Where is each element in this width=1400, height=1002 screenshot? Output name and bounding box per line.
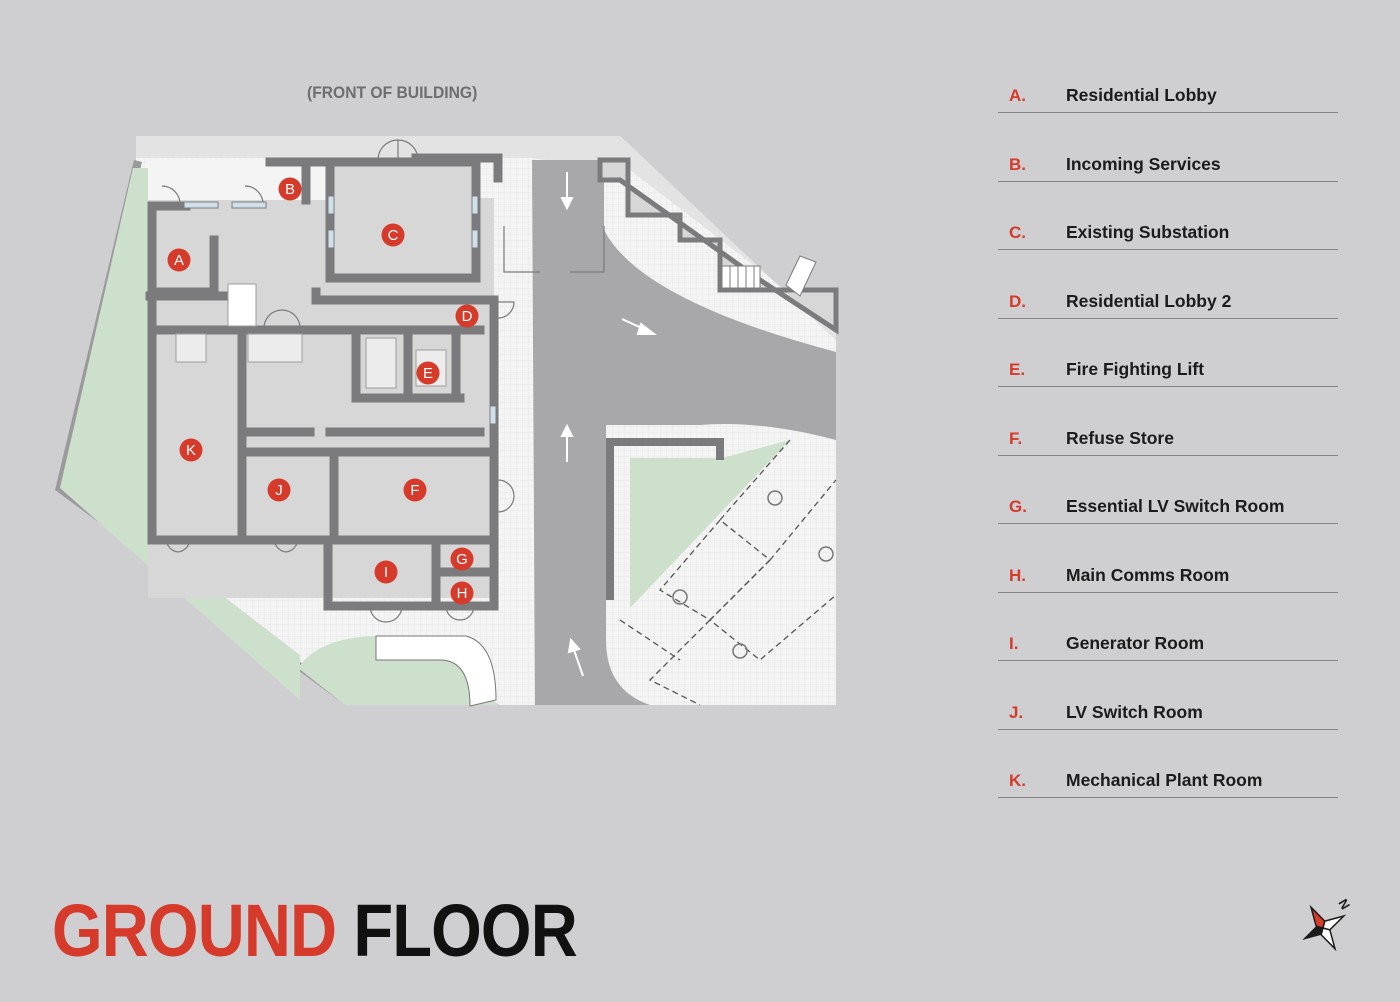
legend-name: Refuse Store xyxy=(1066,427,1174,448)
room-marker-j: J xyxy=(267,478,291,502)
room-marker-g: G xyxy=(450,547,474,571)
stairs xyxy=(175,283,447,389)
east-building xyxy=(597,157,839,335)
landscape-car-park xyxy=(630,440,790,608)
car-park-wall xyxy=(606,438,724,600)
legend-row-f: F. Refuse Store xyxy=(998,418,1338,456)
room-marker-circle xyxy=(455,304,479,328)
legend-name: Fire Fighting Lift xyxy=(1066,359,1205,379)
legend-row-k: K. Mechanical Plant Room xyxy=(998,760,1338,798)
room-marker-f: F xyxy=(403,478,427,502)
room-marker-label: A xyxy=(174,252,184,269)
road-arrows xyxy=(560,172,657,677)
legend-letter: E. xyxy=(1009,360,1026,379)
legend-name: LV Switch Room xyxy=(1066,701,1203,722)
legend-name: Generator Room xyxy=(1066,633,1205,653)
legend-row-c: C. Existing Substation xyxy=(998,212,1338,250)
room-marker-circle xyxy=(450,547,474,571)
room-marker-circle xyxy=(374,560,398,584)
room-marker-circle xyxy=(403,478,427,502)
legend-letter: G. xyxy=(1009,497,1027,516)
access-road xyxy=(532,160,836,705)
legend-row-b: B. Incoming Services xyxy=(998,144,1338,182)
main-building xyxy=(145,139,605,707)
legend-letter: H. xyxy=(1009,565,1026,585)
front-of-building-label: (FRONT OF BUILDING) xyxy=(307,83,478,102)
legend-letter: F. xyxy=(1009,428,1023,448)
legend-name: Residential Lobby xyxy=(1066,85,1217,105)
room-marker-label: D xyxy=(462,308,473,325)
legend-letter: A. xyxy=(1009,86,1026,105)
room-marker-i: I xyxy=(374,560,398,584)
legend-row-i: I. Generator Room xyxy=(998,623,1338,661)
room-marker-circle xyxy=(179,438,203,462)
legend-row-e: E. Fire Fighting Lift xyxy=(998,349,1338,387)
room-legend: A. Residential Lobby B. Incoming Service… xyxy=(998,75,1338,798)
room-marker-label: J xyxy=(275,482,283,499)
room-marker-circle xyxy=(450,581,474,605)
legend-name: Existing Substation xyxy=(1066,222,1230,242)
room-marker-label: F xyxy=(410,482,419,499)
room-marker-h: H xyxy=(450,581,474,605)
landscape-west xyxy=(60,168,300,700)
legend-row-d: D. Residential Lobby 2 xyxy=(998,281,1338,319)
room-marker-circle xyxy=(167,248,191,272)
legend-row-j: J. LV Switch Room xyxy=(998,692,1338,730)
legend-letter: C. xyxy=(1009,223,1026,242)
floor-title-word-1: GROUND xyxy=(52,889,337,972)
room-marker-c: C xyxy=(381,223,405,247)
room-marker-label: G xyxy=(456,551,468,568)
room-marker-label: C xyxy=(388,227,399,244)
legend-row-g: G. Essential LV Switch Room xyxy=(998,486,1338,524)
room-marker-a: A xyxy=(167,248,191,272)
legend-letter: B. xyxy=(1009,154,1026,174)
room-marker-e: E xyxy=(416,361,440,385)
north-arrow-icon: N xyxy=(1302,896,1353,952)
accessible-parking-bays xyxy=(619,439,837,706)
legend-row-a: A. Residential Lobby xyxy=(998,75,1338,113)
east-stair xyxy=(721,255,817,297)
legend-name: Main Comms Room xyxy=(1066,564,1230,585)
room-marker-k: K xyxy=(179,438,203,462)
room-marker-label: H xyxy=(457,585,468,602)
room-marker-label: K xyxy=(186,442,196,459)
room-marker-d: D xyxy=(455,304,479,328)
room-marker-circle xyxy=(381,223,405,247)
legend-name: Incoming Services xyxy=(1066,153,1221,174)
room-marker-b: B xyxy=(278,177,302,201)
room-marker-circle xyxy=(278,177,302,201)
north-label: N xyxy=(1335,896,1353,912)
legend-name: Mechanical Plant Room xyxy=(1066,770,1263,790)
room-marker-circle xyxy=(416,361,440,385)
room-marker-label: E xyxy=(423,365,433,382)
room-markers: A B C D E F GH I J K xyxy=(167,177,479,605)
windows xyxy=(183,195,497,425)
floor-title-word-2: FLOOR xyxy=(353,889,577,972)
room-marker-label: I xyxy=(384,564,388,581)
legend-letter: D. xyxy=(1009,291,1026,311)
wheelchair-icons xyxy=(672,490,834,659)
south-stair xyxy=(375,635,497,707)
room-marker-label: B xyxy=(285,181,295,198)
legend-name: Essential LV Switch Room xyxy=(1066,496,1285,516)
legend-letter: J. xyxy=(1009,702,1024,722)
legend-row-h: H. Main Comms Room xyxy=(998,555,1338,593)
legend-name: Residential Lobby 2 xyxy=(1066,290,1232,311)
legend-letter: K. xyxy=(1009,771,1026,790)
floor-title: GROUND FLOOR xyxy=(52,888,578,973)
legend-letter: I. xyxy=(1009,634,1019,653)
room-marker-circle xyxy=(267,478,291,502)
